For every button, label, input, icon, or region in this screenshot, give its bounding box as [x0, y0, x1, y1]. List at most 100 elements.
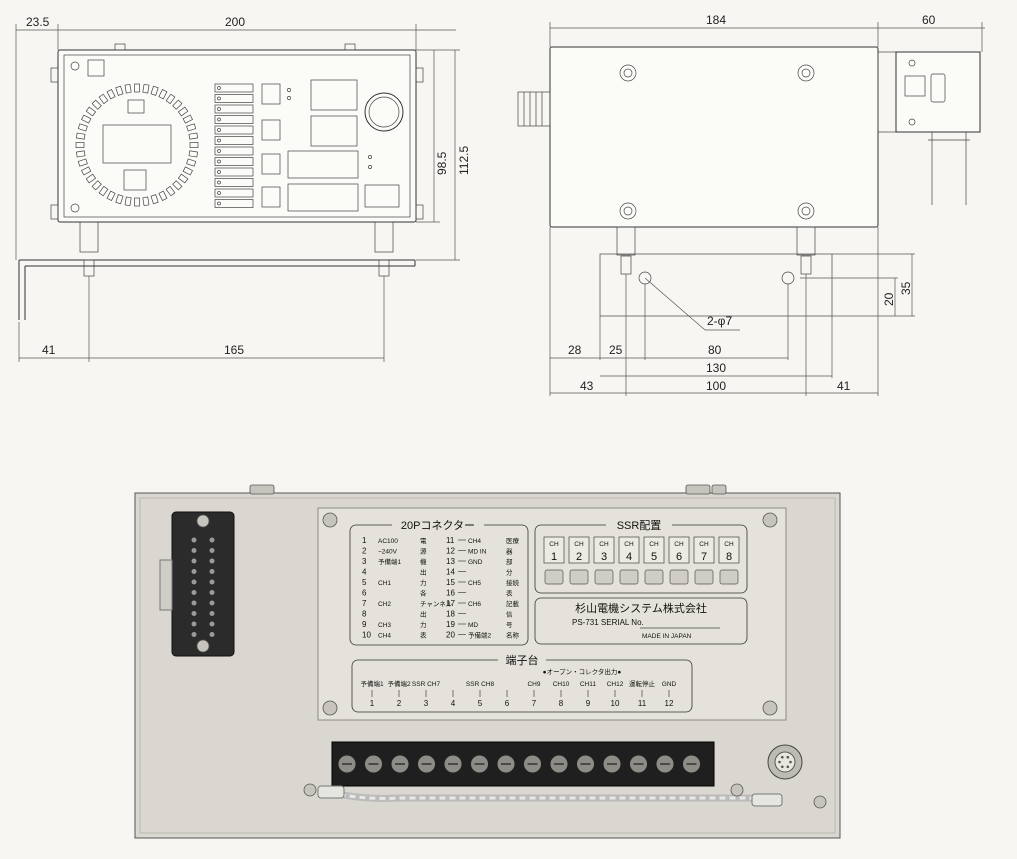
ssr-module [644, 569, 664, 585]
ssr-ch-prefix: CH [674, 541, 684, 548]
connector-pin [209, 632, 215, 637]
dim-43: 43 [580, 379, 594, 393]
top-foot-left [114, 43, 126, 51]
dim-25: 25 [609, 343, 623, 357]
pin-side-note: 号 [506, 621, 513, 629]
pin-side-note: 器 [506, 548, 513, 556]
pin-side-note: 分 [506, 568, 513, 577]
dim-hole-label: 2-φ7 [707, 314, 732, 328]
dial-led-segment [182, 114, 193, 124]
dial-led-segment [91, 99, 102, 110]
channel-switch [214, 94, 254, 103]
dial-led-segment [182, 166, 193, 176]
ssr-slot [693, 536, 715, 564]
dim-41: 41 [837, 379, 851, 393]
terminal-label: 運転停止 [629, 679, 656, 688]
pin-label: MD [468, 622, 478, 629]
pin-label: AC100 [378, 538, 398, 545]
pin-label: MD IN [468, 549, 487, 556]
dial-led-segment [124, 196, 132, 207]
dim-20: 20 [882, 292, 896, 306]
dial-led-segment [77, 158, 88, 167]
terminal-number: 12 [665, 699, 674, 708]
channel-switch [214, 199, 254, 208]
dial-led-segment [165, 93, 176, 105]
pin-number: 11 [446, 536, 455, 545]
ssr-module [669, 569, 689, 585]
connector-cable [928, 132, 970, 205]
dial-led-segment [106, 89, 116, 100]
terminal-note: ●オープン・コレクタ出力● [543, 667, 622, 676]
pin-number: 2 [362, 547, 367, 556]
connector-pin [209, 611, 215, 616]
connector-pin [191, 579, 197, 585]
dial-center-display [102, 124, 172, 164]
dial-led-segment [81, 114, 92, 124]
terminal-label: CH9 [527, 681, 540, 688]
ssr-title: SSR配置 [617, 519, 662, 532]
channel-switch [214, 167, 254, 177]
connector-pin [191, 537, 197, 543]
pin-label: CH3 [378, 622, 391, 629]
dim-connector-depth: 60 [922, 13, 936, 27]
company-frame [534, 597, 748, 645]
connector-pin [209, 590, 215, 595]
connector-pin [191, 548, 197, 553]
ssr-slot [593, 536, 615, 564]
connector-housing [895, 51, 981, 133]
dial-led-segment [165, 185, 176, 197]
terminal-label: 予備端2 [387, 679, 411, 688]
pin-label: CH2 [378, 601, 391, 608]
dial-led-segment [150, 85, 159, 96]
power-indicator-square [87, 59, 105, 77]
pin-side-note: 表 [420, 631, 427, 640]
pin-number: 13 [446, 557, 455, 566]
dim-depth: 184 [706, 13, 726, 27]
terminal-number: 7 [532, 699, 537, 708]
dial-led-segment [134, 197, 140, 207]
led-dot [368, 165, 372, 169]
dim-100: 100 [706, 379, 726, 393]
top-clip [711, 484, 727, 495]
plate-screw [762, 512, 778, 528]
terminal-label: CH10 [553, 681, 570, 688]
side-view: 2-φ7 35 20 184 60 28 25 80 130 43 100 41 [517, 13, 985, 396]
leader-line [644, 277, 706, 331]
ssr-ch-prefix: CH [574, 541, 584, 548]
dial-led-segment [91, 180, 102, 191]
connector-pin [191, 590, 197, 595]
channel-switch [214, 125, 254, 135]
dim-height-outer: 112.5 [457, 146, 471, 175]
ssr-slot [668, 536, 690, 564]
pin-side-note: 出 [420, 568, 427, 577]
front-button-4 [261, 186, 281, 208]
terminal-label: CH12 [607, 681, 624, 688]
pin-number: 9 [362, 620, 367, 629]
channel-switch [214, 188, 254, 198]
ssr-slot [618, 536, 640, 564]
pin-side-note: 力 [420, 620, 427, 629]
pin-number: 20 [446, 631, 455, 640]
ssr-ch-prefix: CH [624, 541, 634, 548]
channel-switch [214, 115, 254, 124]
connector-flange [877, 51, 897, 133]
dial-led-segment [142, 83, 150, 94]
dial-led-segment [98, 93, 109, 105]
ssr-ch-prefix: CH [599, 541, 609, 548]
terminal-screws [337, 754, 701, 774]
dial-led-segment [85, 173, 97, 184]
pin-label: GND [468, 559, 483, 566]
led-dot [368, 155, 372, 159]
dial-led-segment [172, 99, 183, 110]
dial-led-segment [188, 132, 199, 140]
plate-screw [322, 700, 338, 716]
dial-led-segment [98, 185, 109, 197]
connector-pin [191, 611, 197, 616]
pin-number: 14 [446, 568, 455, 577]
terminal-label: CH11 [580, 681, 597, 688]
dial-led-segment [75, 150, 86, 158]
ssr-module [694, 569, 714, 585]
connector-pin [191, 632, 197, 637]
terminal-label: GND [662, 681, 677, 688]
